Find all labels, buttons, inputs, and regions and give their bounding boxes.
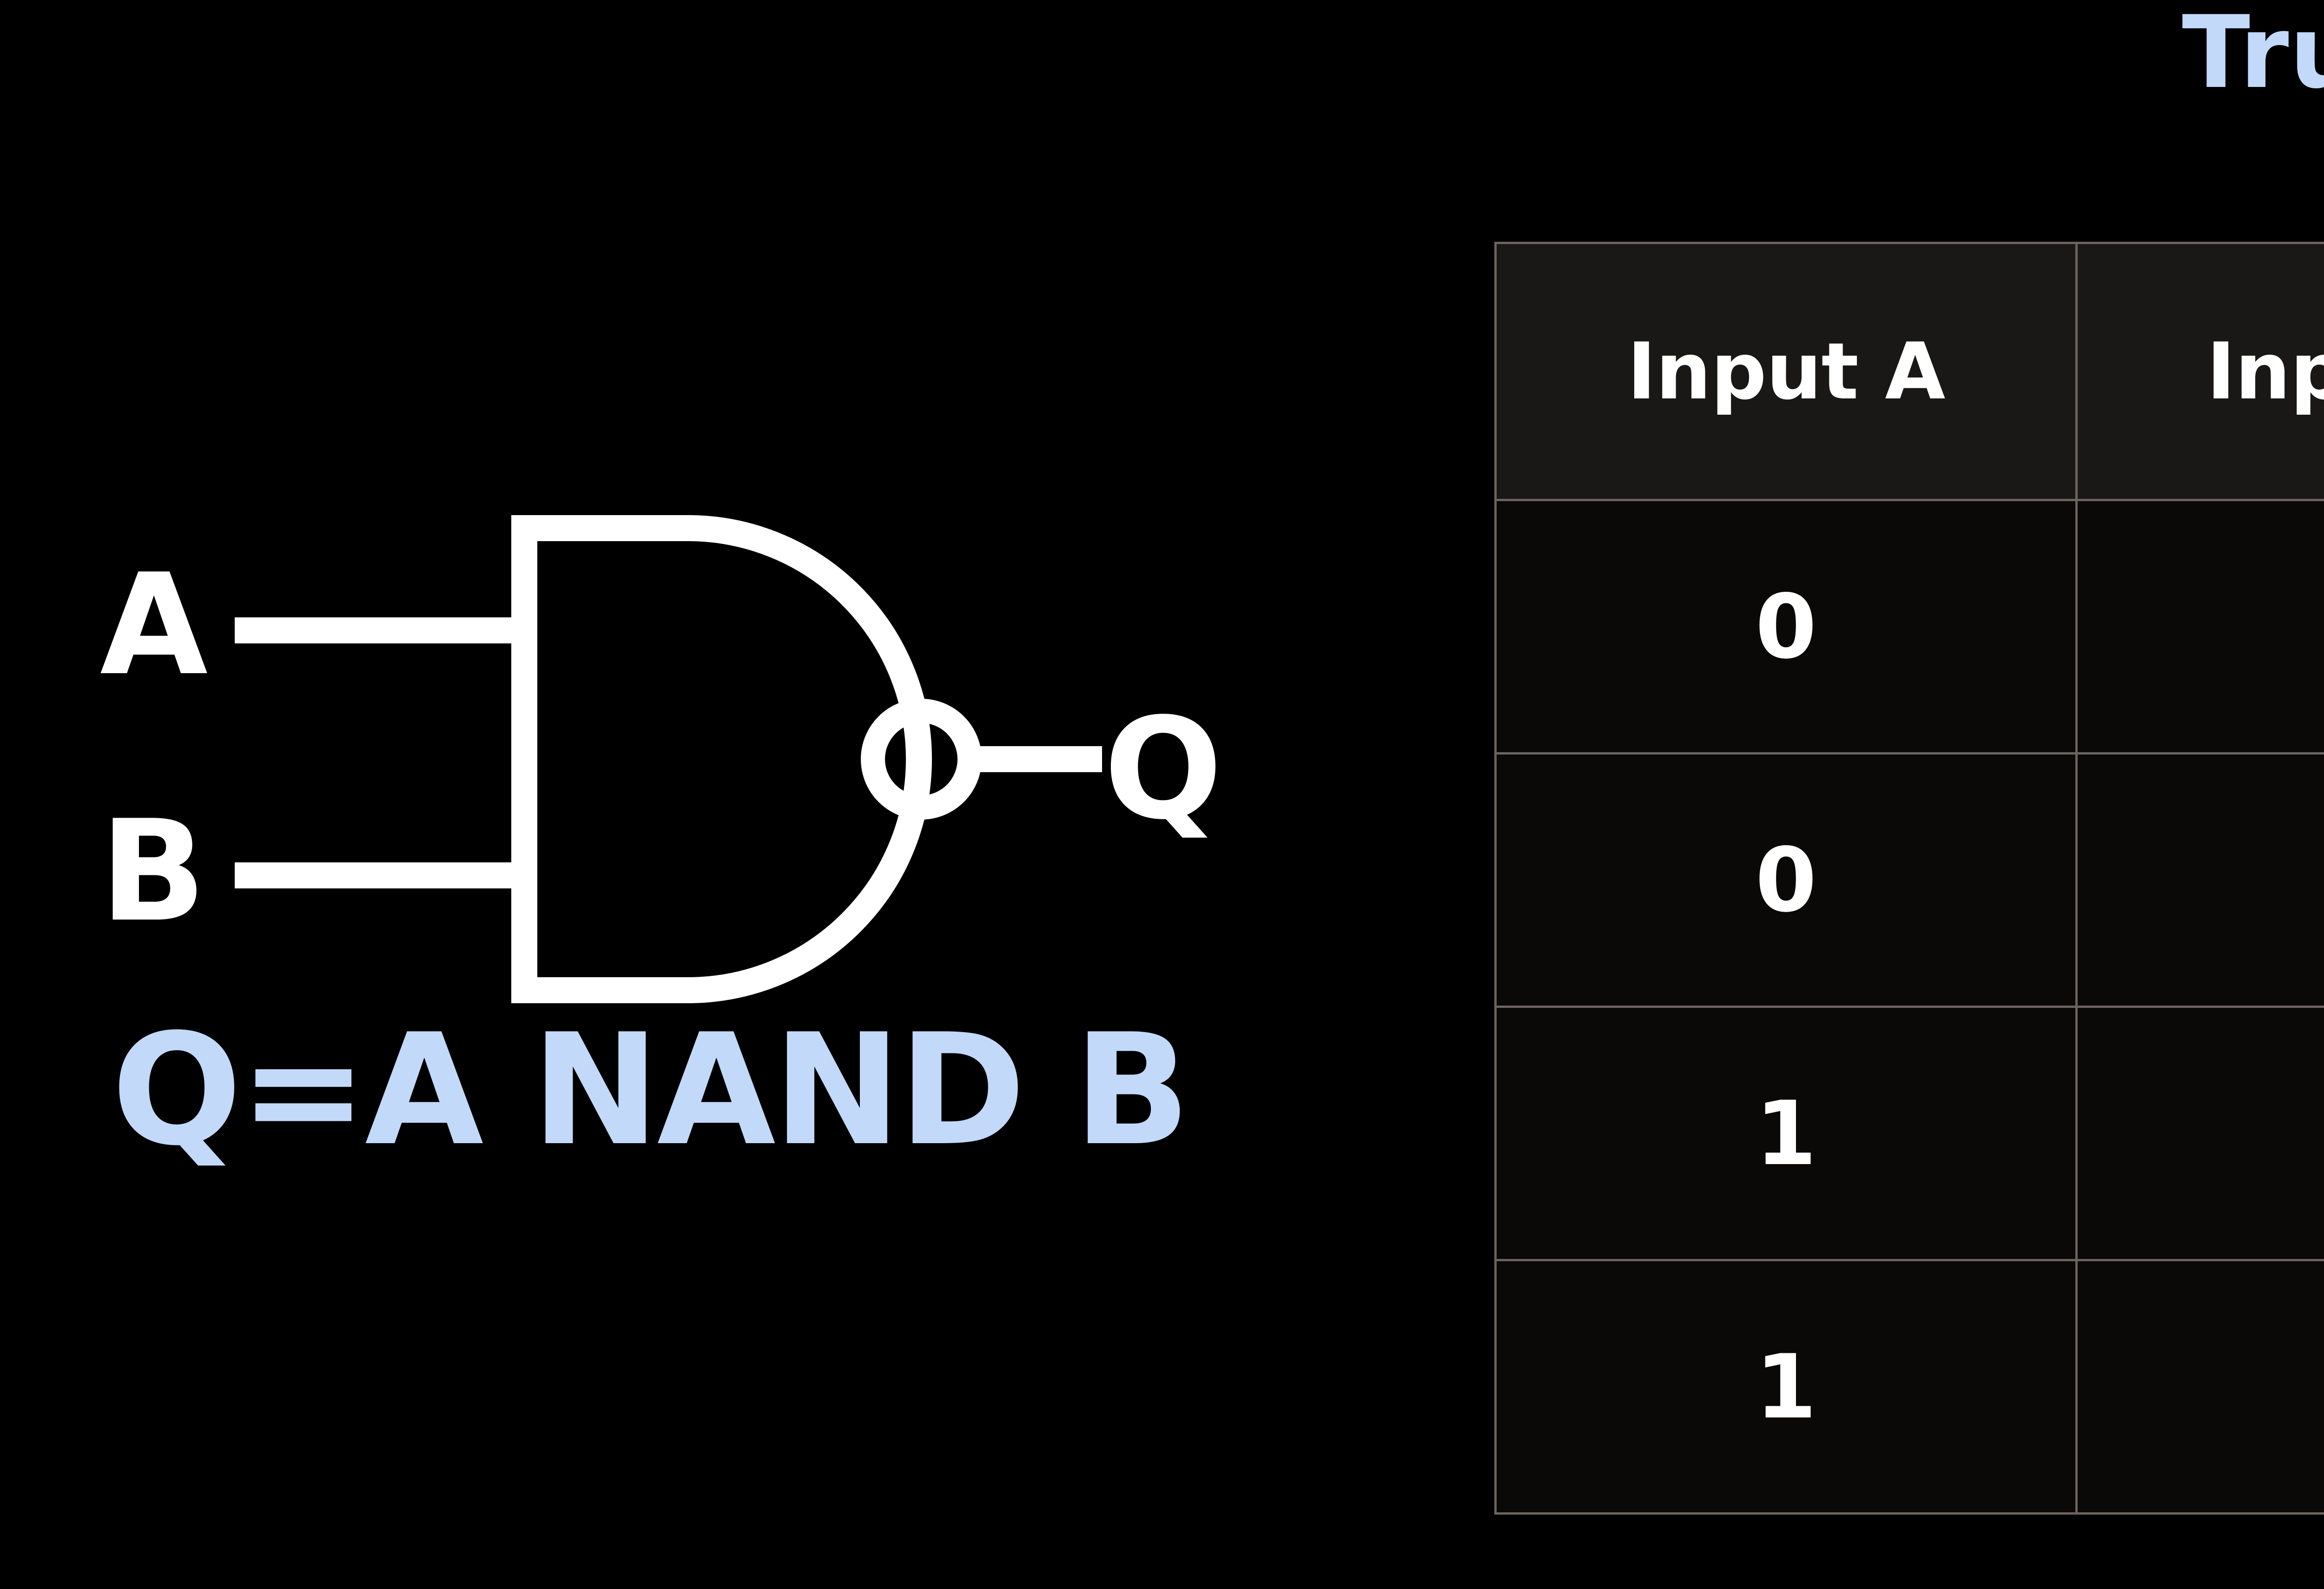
- truth-table: Input A Input B Output Q 0 0 1 0 1 1 1 0: [1494, 242, 2324, 1515]
- cell-input-a: 0: [1494, 752, 2078, 1008]
- truth-table-title: Truth Table: [2182, 0, 2324, 111]
- input-a-wire: [235, 617, 523, 643]
- cell-input-a: 1: [1494, 1259, 2078, 1515]
- truth-table-panel: Truth Table Input A Input B Output Q 0 0…: [1441, 0, 2324, 1589]
- input-b-label: B: [100, 790, 206, 953]
- logic-gate-diagram: A B Q Q=A NAND B: [100, 515, 1222, 1179]
- cell-input-a: 0: [1494, 499, 2078, 755]
- column-header-input-b: Input B: [2075, 242, 2324, 501]
- nand-gate-icon: [235, 515, 1102, 1003]
- column-header-input-a: Input A: [1494, 242, 2078, 501]
- input-a-label: A: [100, 544, 208, 706]
- input-b-wire: [235, 862, 523, 888]
- formula-label: Q=A NAND B: [112, 1001, 1190, 1179]
- output-q-wire: [970, 746, 1102, 772]
- table-row: 1 0 1: [1494, 1006, 2324, 1261]
- cell-input-a: 1: [1494, 1006, 2078, 1261]
- cell-input-b: 1: [2075, 1259, 2324, 1515]
- cell-input-b: 0: [2075, 1006, 2324, 1261]
- cell-input-b: 1: [2075, 752, 2324, 1008]
- table-header-row: Input A Input B Output Q: [1494, 242, 2324, 501]
- and-body-shape: [511, 515, 932, 1003]
- table-row: 0 0 1: [1494, 499, 2324, 755]
- table-row: 1 1 0: [1494, 1259, 2324, 1515]
- output-q-label: Q: [1104, 688, 1222, 850]
- cell-input-b: 0: [2075, 499, 2324, 755]
- table-row: 0 1 1: [1494, 752, 2324, 1008]
